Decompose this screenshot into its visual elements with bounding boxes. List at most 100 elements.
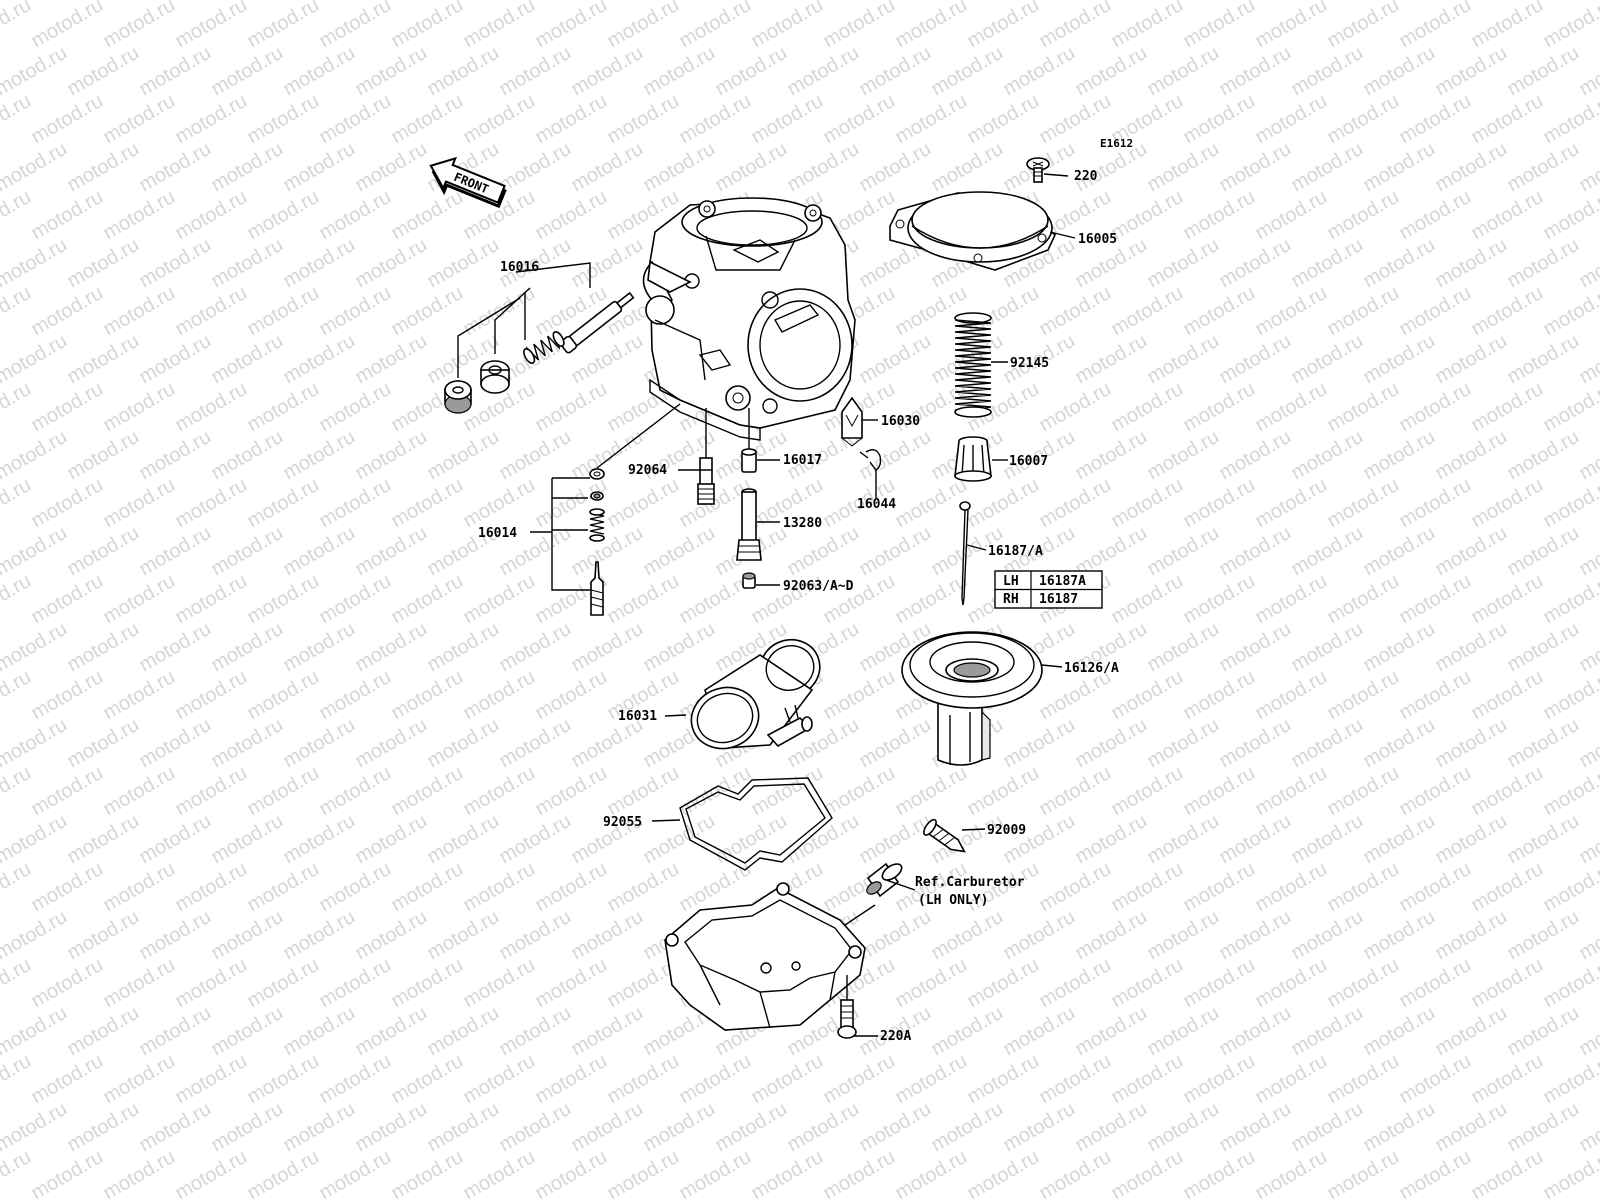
watermark-text: motod.ru: [1216, 1098, 1295, 1157]
watermark-text: motod.ru: [424, 906, 503, 965]
watermark-text: motod.ru: [784, 1098, 863, 1157]
watermark-text: motod.ru: [172, 474, 251, 533]
watermark-text: motod.ru: [568, 234, 647, 293]
watermark-text: motod.ru: [1288, 1194, 1367, 1200]
watermark-text: motod.ru: [1252, 90, 1331, 149]
watermark-text: motod.ru: [1360, 0, 1439, 4]
watermark-text: motod.ru: [1108, 954, 1187, 1013]
watermark-text: motod.ru: [1072, 906, 1151, 965]
watermark-text: motod.ru: [1468, 378, 1547, 437]
watermark-text: motod.ru: [1288, 234, 1367, 293]
watermark-text: motod.ru: [388, 762, 467, 821]
watermark-text: motod.ru: [1000, 1194, 1079, 1200]
watermark-text: motod.ru: [0, 522, 71, 581]
watermark-text: motod.ru: [208, 810, 287, 869]
watermark-text: motod.ru: [1396, 186, 1475, 245]
watermark-text: motod.ru: [1144, 1098, 1223, 1157]
watermark-text: motod.ru: [1108, 0, 1187, 52]
watermark-text: motod.ru: [496, 1194, 575, 1200]
watermark-text: motod.ru: [172, 378, 251, 437]
table-part-lh: 16187A: [1039, 574, 1086, 589]
watermark-text: motod.ru: [640, 1194, 719, 1200]
watermark-text: motod.ru: [1504, 618, 1583, 677]
watermark-text: motod.ru: [928, 42, 1007, 101]
part-16014-drawing: [530, 403, 681, 616]
label-16007: 16007: [1009, 454, 1048, 469]
watermark-text: motod.ru: [1576, 330, 1600, 389]
watermark-text: motod.ru: [1036, 1146, 1115, 1200]
watermark-text: motod.ru: [748, 1050, 827, 1109]
watermark-text: motod.ru: [64, 330, 143, 389]
watermark-text: motod.ru: [604, 90, 683, 149]
watermark-text: motod.ru: [1108, 186, 1187, 245]
watermark-text: motod.ru: [604, 762, 683, 821]
watermark-text: motod.ru: [0, 1098, 71, 1157]
watermark-text: motod.ru: [1288, 330, 1367, 389]
watermark-text: motod.ru: [352, 330, 431, 389]
watermark-text: motod.ru: [1360, 330, 1439, 389]
watermark-text: motod.ru: [1072, 810, 1151, 869]
watermark-text: motod.ru: [136, 0, 215, 4]
watermark-text: motod.ru: [928, 906, 1007, 965]
watermark-text: motod.ru: [1216, 618, 1295, 677]
watermark-text: motod.ru: [1396, 570, 1475, 629]
watermark-text: motod.ru: [460, 0, 539, 52]
watermark-text: motod.ru: [424, 618, 503, 677]
watermark-text: motod.ru: [532, 762, 611, 821]
watermark-text: motod.ru: [100, 474, 179, 533]
watermark-text: motod.ru: [1252, 0, 1331, 52]
watermark-text: motod.ru: [64, 714, 143, 773]
watermark-text: motod.ru: [352, 618, 431, 677]
watermark-text: motod.ru: [784, 1194, 863, 1200]
watermark-text: motod.ru: [1360, 714, 1439, 773]
watermark-text: motod.ru: [1324, 1146, 1403, 1200]
watermark-text: motod.ru: [1252, 186, 1331, 245]
watermark-text: motod.ru: [892, 90, 971, 149]
watermark-text: motod.ru: [1288, 906, 1367, 965]
part-16030-drawing: [841, 396, 863, 447]
watermark-text: motod.ru: [892, 474, 971, 533]
watermark-text: motod.ru: [496, 714, 575, 773]
watermark-text: motod.ru: [1576, 714, 1600, 773]
watermark-text: motod.ru: [1468, 666, 1547, 725]
watermark-text: motod.ru: [1396, 858, 1475, 917]
watermark-text: motod.ru: [1432, 618, 1511, 677]
watermark-text: motod.ru: [100, 0, 179, 52]
watermark-text: motod.ru: [316, 378, 395, 437]
watermark-text: motod.ru: [28, 378, 107, 437]
watermark-text: motod.ru: [604, 474, 683, 533]
watermark-text: motod.ru: [640, 0, 719, 4]
watermark-text: motod.ru: [820, 1050, 899, 1109]
watermark-text: motod.ru: [1576, 810, 1600, 869]
watermark-text: motod.ru: [964, 1050, 1043, 1109]
label-220a: 220A: [880, 1029, 911, 1044]
watermark-text: motod.ru: [64, 1098, 143, 1157]
watermark-text: motod.ru: [28, 0, 107, 52]
watermark-text: motod.ru: [640, 810, 719, 869]
watermark-text: motod.ru: [1396, 474, 1475, 533]
watermark-text: motod.ru: [136, 1194, 215, 1200]
watermark-text: motod.ru: [1432, 0, 1511, 4]
watermark-text: motod.ru: [352, 714, 431, 773]
watermark-text: motod.ru: [388, 570, 467, 629]
watermark-text: motod.ru: [964, 282, 1043, 341]
watermark-text: motod.ru: [280, 522, 359, 581]
watermark-text: motod.ru: [712, 0, 791, 4]
watermark-text: motod.ru: [1324, 762, 1403, 821]
watermark-text: motod.ru: [1036, 282, 1115, 341]
watermark-text: motod.ru: [208, 0, 287, 4]
table-side-rh: RH: [1003, 592, 1019, 607]
watermark-text: motod.ru: [100, 282, 179, 341]
watermark-text: motod.ru: [1540, 1146, 1600, 1200]
watermark-text: motod.ru: [64, 42, 143, 101]
watermark-text: motod.ru: [1432, 714, 1511, 773]
watermark-text: motod.ru: [28, 1146, 107, 1200]
watermark-text: motod.ru: [1360, 522, 1439, 581]
watermark-text: motod.ru: [244, 186, 323, 245]
callout-labels: 220 16005 92145 16030 16007 16044 16187/…: [478, 169, 1119, 1044]
watermark-text: motod.ru: [1144, 714, 1223, 773]
watermark-text: motod.ru: [388, 0, 467, 52]
watermark-text: motod.ru: [1360, 42, 1439, 101]
watermark-text: motod.ru: [1324, 1050, 1403, 1109]
